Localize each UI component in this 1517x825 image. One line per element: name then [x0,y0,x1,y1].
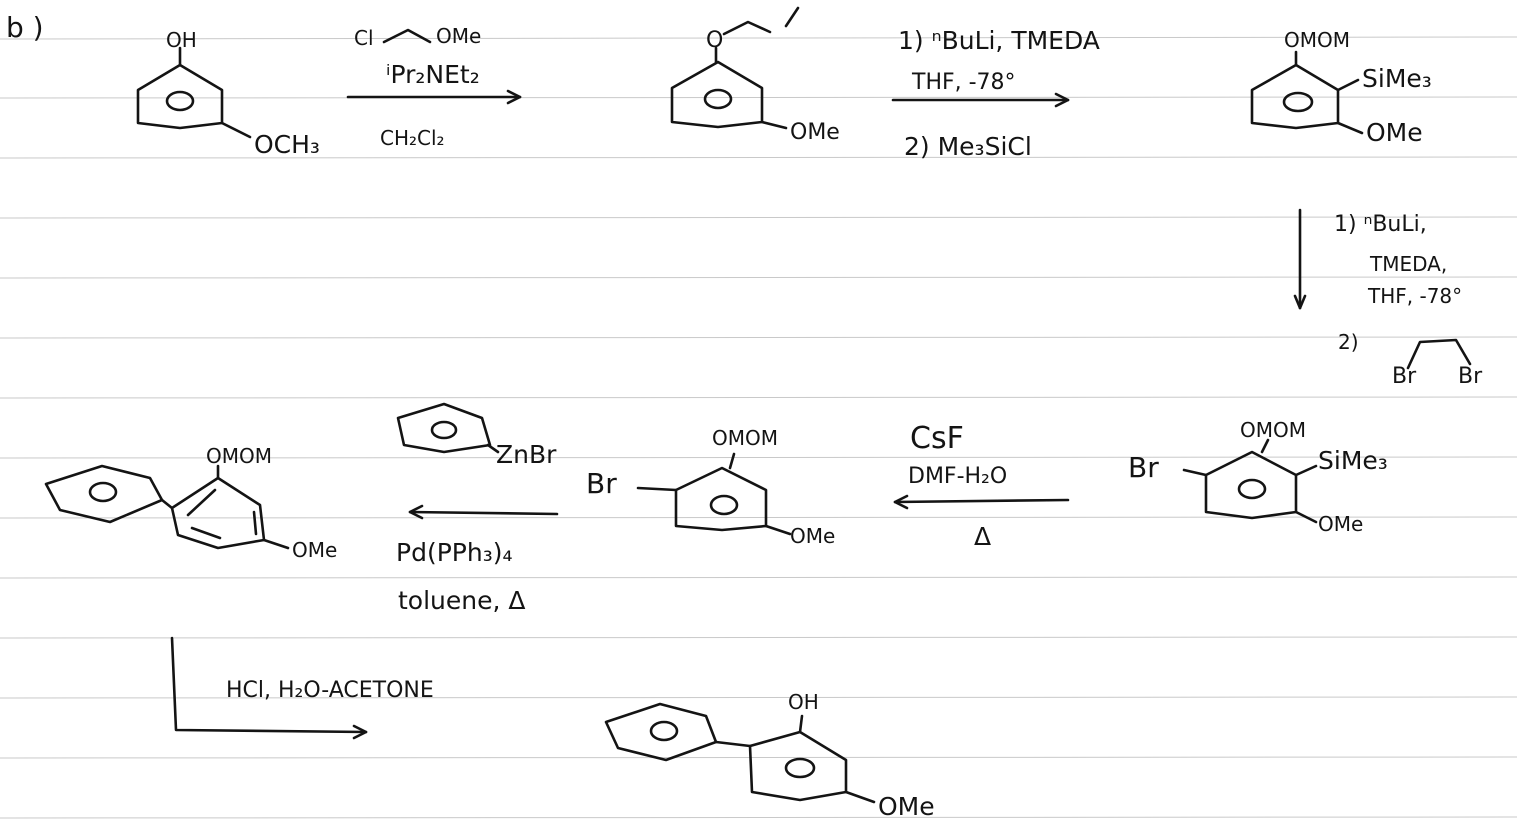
molecule-3-structure [1250,50,1364,135]
reagent-3-line4: 2) [1338,330,1359,354]
part-label: b ) [6,11,44,44]
phenylzinc-aromatic-circle [430,420,458,440]
reagent-3-line1: 1) ⁿBuLi, [1334,212,1427,237]
molecule-4-ome-label: OMe [1318,512,1364,536]
arrow-step-3 [1293,208,1472,370]
molecule-4-structure [1182,438,1318,524]
molecule-7-biaryl-bond [714,740,752,748]
molecule-2-aromatic-circle [703,88,733,110]
molecule-1-ring [136,63,224,130]
molecule-7-phenyl-ring [604,702,718,762]
molecule-4-ring [1204,450,1298,520]
reagent-4-line2: DMF-H₂O [908,464,1008,489]
molecule-6-ome-bond [262,538,290,550]
molecule-2-o-label: O [706,28,724,53]
reagent-2-line3: 2) Me₃SiCl [904,132,1032,161]
reagent-5-line1: Pd(PPh₃)₄ [396,538,513,567]
molecule-2-mom-chain [722,6,800,36]
reagent-2-line2: THF, -78° [912,70,1016,95]
reagent-1-chain [382,28,432,44]
molecule-5-br-label: Br [586,467,617,500]
molecule-6-structure [44,464,290,550]
molecule-3-aromatic-circle [1282,91,1314,113]
arrow-step-1 [346,28,522,105]
molecule-7-structure [604,702,876,804]
arrow-step-4 [893,494,1070,510]
reagent-3-line2: TMEDA, [1370,252,1448,276]
molecule-7-oh-label: OH [788,690,819,714]
molecule-7-central-aromatic-circle [784,757,816,779]
molecule-5-ring [674,466,768,532]
molecule-5-br-bond [636,486,678,492]
molecule-3-sime3-label: SiMe₃ [1362,64,1432,93]
phenylzinc-ring [396,402,492,454]
phenylzinc-zn-bond [486,443,500,454]
reagent-3-line3: THF, -78° [1368,284,1463,308]
arrow-step-2 [891,92,1070,108]
reagent-5-znbr: ZnBr [496,440,557,469]
phenylzinc-structure [396,402,500,454]
molecule-6-phenyl-ring [44,464,164,524]
molecule-1-oh-label: OH [166,28,197,52]
molecule-6-omom-label: OMOM [206,444,272,468]
molecule-2-ring [670,60,764,129]
molecule-6-inner-double-bond-1 [186,488,217,517]
molecule-6-phenyl-aromatic-circle [88,481,118,503]
reagent-1-base: ⁱPr₂NEt₂ [386,60,480,89]
molecule-2-ome-label: OMe [790,120,840,145]
molecule-6-inner-double-bond-3 [252,510,258,536]
molecule-5-structure [636,452,792,536]
molecule-5-ome-label: OMe [790,524,836,548]
molecule-3-si-bond [1336,78,1360,92]
arrow-step-6 [170,636,368,740]
molecule-6-biaryl-bond [160,498,174,510]
molecule-6-inner-double-bond-2 [190,526,222,540]
molecule-4-br-label: Br [1128,451,1159,484]
molecule-7-ome-label: OMe [878,792,935,821]
molecule-3-ring [1250,63,1340,130]
molecule-4-si-bond [1294,464,1318,477]
molecule-4-aromatic-circle [1237,478,1267,500]
arrow-step-5 [408,504,559,520]
reagent-1-solvent: CH₂Cl₂ [380,126,445,150]
reagent-3-dibromoethane-chain [1406,338,1472,370]
molecule-5-aromatic-circle [709,494,739,516]
reagent-4-line1: CsF [910,421,964,456]
molecule-4-omom-label: OMOM [1240,418,1306,442]
molecule-5-ome-bond [764,524,792,536]
reagent-2-line1: 1) ⁿBuLi, TMEDA [898,26,1100,55]
molecule-7-ome-bond [844,790,876,804]
reagent-4-line3: Δ [974,522,992,551]
reagent-1-ome: OMe [436,24,482,48]
molecule-4-br-bond [1182,468,1208,477]
molecule-3-omom-label: OMOM [1284,28,1350,52]
reagent-1-cl: Cl [354,26,374,50]
reagent-3-br-left: Br [1392,364,1417,389]
molecule-1-och3-label: OCH₃ [254,130,320,159]
ruled-lines [0,36,1517,819]
molecule-4-sime3-label: SiMe₃ [1318,446,1388,475]
molecule-1-aromatic-circle [165,90,195,112]
molecule-5-omom-label: OMOM [712,426,778,450]
molecule-2-structure [670,6,800,130]
molecule-1-ome-bond [220,121,252,139]
reagent-6-line1: HCl, H₂O-ACETONE [226,678,434,703]
molecule-2-ome-bond [760,120,788,130]
molecule-6-central-ring [170,476,266,550]
molecule-1-structure [136,46,252,139]
molecule-3-ome-label: OMe [1366,118,1423,147]
molecule-4-ome-bond [1294,510,1318,524]
reagent-3-br-right: Br [1458,364,1483,389]
molecule-6-ome-label: OMe [292,538,338,562]
reagent-5-line2: toluene, Δ [398,586,526,615]
molecule-7-phenyl-aromatic-circle [649,720,679,742]
molecule-7-central-ring [748,730,848,802]
molecule-3-ome-bond [1336,121,1364,135]
